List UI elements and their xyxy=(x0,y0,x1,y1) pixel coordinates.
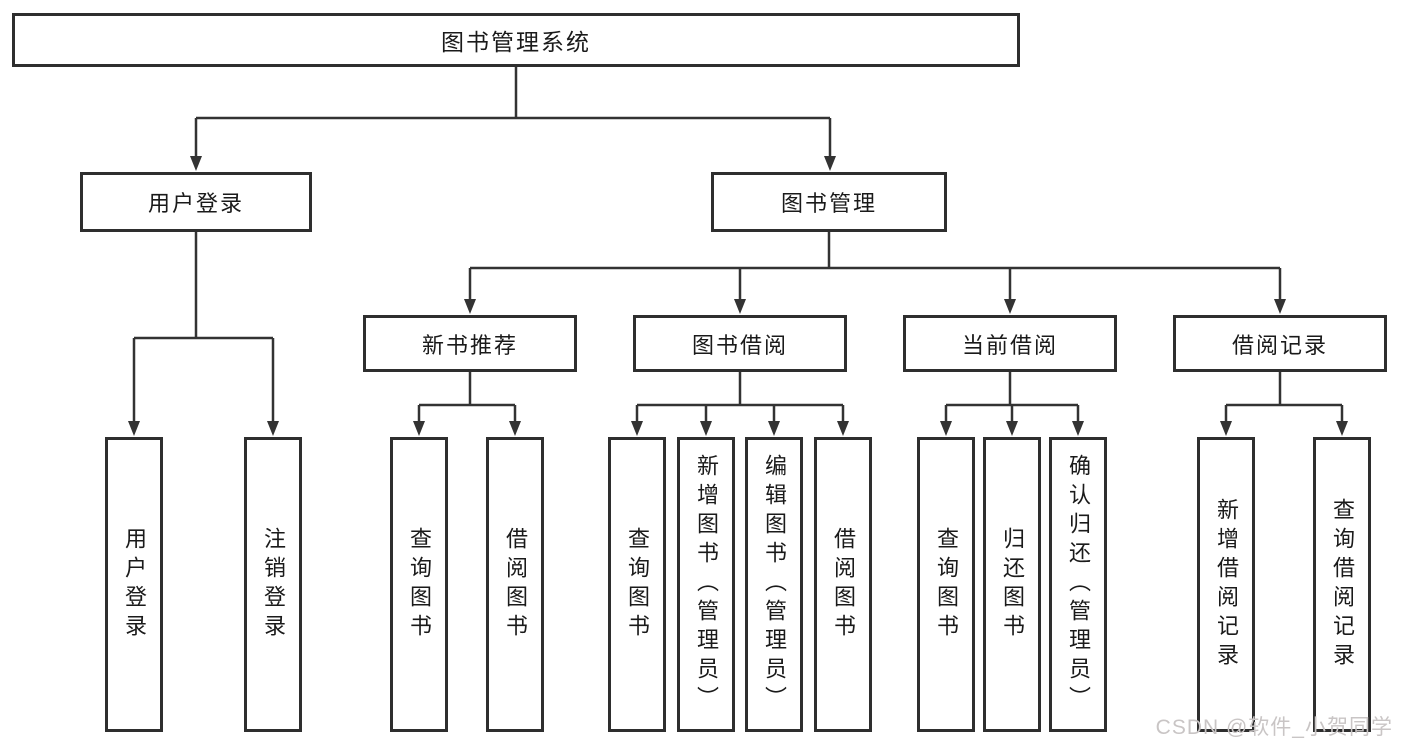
leaf-return-books: 归还图书 xyxy=(983,437,1041,732)
node-label: 查询图书 xyxy=(407,526,432,643)
node-label: 新书推荐 xyxy=(421,332,518,358)
node-label: 用户登录 xyxy=(147,191,244,216)
leaf-add-books-admin: 新增图书（管理员） xyxy=(677,437,735,732)
leaf-query-books-current: 查询图书 xyxy=(917,437,975,732)
leaf-edit-books-admin: 编辑图书（管理员） xyxy=(745,437,803,732)
node-label: 图书管理 xyxy=(780,191,877,216)
node-label: 当前借阅 xyxy=(961,332,1058,358)
leaf-query-books-recommend: 查询图书 xyxy=(390,437,448,732)
node-current-borrow: 当前借阅 xyxy=(903,315,1117,372)
node-label: 图书借阅 xyxy=(691,332,788,358)
node-user-login-branch: 用户登录 xyxy=(80,172,312,232)
leaf-user-login: 用户登录 xyxy=(105,437,163,732)
node-book-borrow: 图书借阅 xyxy=(633,315,847,372)
node-label: 确认归还（管理员） xyxy=(1066,454,1091,715)
node-label: 查询图书 xyxy=(934,526,959,643)
node-label: 归还图书 xyxy=(1000,526,1025,643)
node-label: 借阅图书 xyxy=(503,526,528,643)
node-label: 查询借阅记录 xyxy=(1330,497,1355,672)
leaf-query-books-borrow: 查询图书 xyxy=(608,437,666,732)
node-label: 借阅图书 xyxy=(831,526,856,643)
node-label: 新增图书（管理员） xyxy=(694,454,719,715)
node-label: 借阅记录 xyxy=(1231,332,1328,358)
node-borrow-records: 借阅记录 xyxy=(1173,315,1387,372)
node-label: 用户登录 xyxy=(122,526,147,643)
node-label: 编辑图书（管理员） xyxy=(762,454,787,715)
node-label: 注销登录 xyxy=(261,526,286,643)
leaf-borrow-books-recommend: 借阅图书 xyxy=(486,437,544,732)
leaf-borrow-books: 借阅图书 xyxy=(814,437,872,732)
node-book-management-branch: 图书管理 xyxy=(711,172,947,232)
leaf-confirm-return-admin: 确认归还（管理员） xyxy=(1049,437,1107,732)
node-label: 新增借阅记录 xyxy=(1214,497,1239,672)
leaf-add-borrow-record: 新增借阅记录 xyxy=(1197,437,1255,732)
node-new-book-recommend: 新书推荐 xyxy=(363,315,577,372)
node-label: 查询图书 xyxy=(625,526,650,643)
leaf-logout: 注销登录 xyxy=(244,437,302,732)
node-label: 图书管理系统 xyxy=(441,29,591,55)
leaf-query-borrow-record: 查询借阅记录 xyxy=(1313,437,1371,732)
node-root-system: 图书管理系统 xyxy=(12,13,1020,67)
